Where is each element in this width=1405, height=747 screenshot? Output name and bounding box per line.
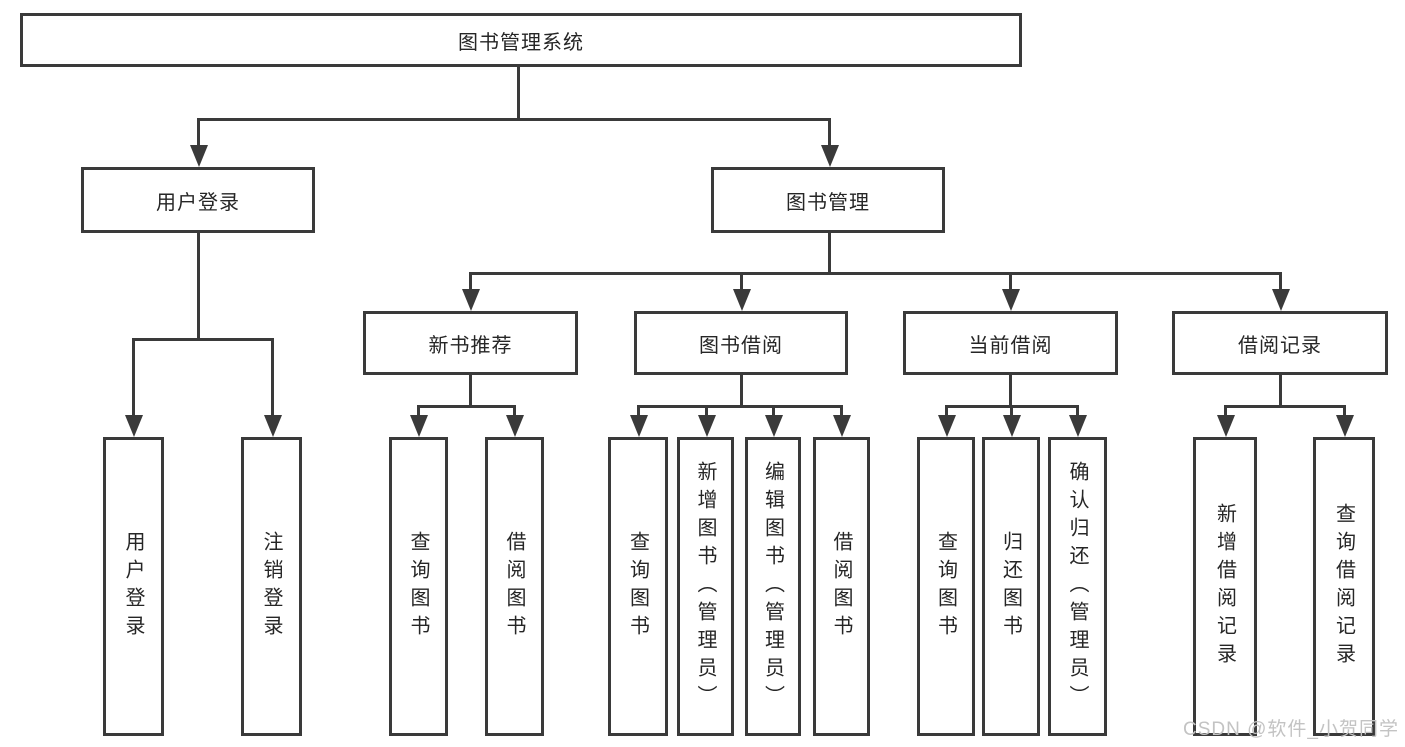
connector-drop-cb-query [945, 405, 948, 417]
arrow-down-icon [506, 415, 524, 437]
arrow-down-icon [1003, 415, 1021, 437]
leaf-bb-add-books-admin: 新增图书（管理员） [677, 437, 734, 736]
connector-userlogin-stem [197, 233, 200, 338]
connector-drop-bb-add [705, 405, 708, 417]
leaf-bb-edit-books-admin: 编辑图书（管理员） [745, 437, 801, 736]
leaf-nbr-borrow-books: 借阅图书 [485, 437, 544, 736]
node-current-borrowing-label: 当前借阅 [968, 334, 1053, 357]
connector-drop-nbr-borrow [513, 405, 516, 417]
connector-drop-cb-confirm [1076, 405, 1079, 417]
leaf-bb-borrow-books-label: 借阅图书 [830, 530, 852, 643]
leaf-nbr-query-books-label: 查询图书 [407, 530, 429, 643]
connector-bookmgmt-hline [469, 272, 1281, 275]
arrow-down-icon [821, 145, 839, 167]
leaf-cb-query-books: 查询图书 [917, 437, 975, 736]
connector-drop-new-book [469, 272, 472, 289]
connector-drop-ul-login [132, 338, 135, 415]
connector-drop-borrow-record [1279, 272, 1282, 289]
arrow-down-icon [698, 415, 716, 437]
connector-drop-current-borrow [1009, 272, 1012, 289]
connector-drop-br-query [1343, 405, 1346, 417]
leaf-cb-confirm-return-admin-label: 确认归还（管理员） [1066, 460, 1088, 713]
node-root-label: 图书管理系统 [458, 31, 584, 54]
leaf-br-query-record: 查询借阅记录 [1313, 437, 1375, 736]
arrow-down-icon [833, 415, 851, 437]
node-book-management-label: 图书管理 [786, 191, 870, 214]
connector-nbr-hline [417, 405, 516, 408]
arrow-down-icon [1069, 415, 1087, 437]
connector-drop-bb-edit [772, 405, 775, 417]
leaf-bb-add-books-admin-label: 新增图书（管理员） [694, 460, 716, 713]
arrow-down-icon [765, 415, 783, 437]
leaf-br-query-record-label: 查询借阅记录 [1332, 502, 1355, 671]
connector-cb-stem [1009, 375, 1012, 405]
arrow-down-icon [410, 415, 428, 437]
connector-drop-bb-query [637, 405, 640, 417]
leaf-logout-label: 注销登录 [260, 530, 282, 643]
connector-drop-cb-return [1010, 405, 1013, 417]
arrow-down-icon [1002, 289, 1020, 311]
leaf-bb-edit-books-admin-label: 编辑图书（管理员） [761, 460, 784, 713]
arrow-down-icon [190, 145, 208, 167]
node-new-book-recommend-label: 新书推荐 [428, 334, 513, 357]
arrow-down-icon [264, 415, 282, 437]
connector-root-stem [517, 67, 520, 118]
leaf-bb-borrow-books: 借阅图书 [813, 437, 870, 736]
node-book-borrowing-label: 图书借阅 [699, 334, 783, 357]
leaf-logout: 注销登录 [241, 437, 302, 736]
connector-nbr-stem [469, 375, 472, 405]
arrow-down-icon [1217, 415, 1235, 437]
node-borrow-records: 借阅记录 [1172, 311, 1388, 375]
arrow-down-icon [630, 415, 648, 437]
connector-userlogin-hline [132, 338, 274, 341]
node-new-book-recommend: 新书推荐 [363, 311, 578, 375]
arrow-down-icon [1336, 415, 1354, 437]
leaf-nbr-borrow-books-label: 借阅图书 [503, 530, 525, 643]
connector-drop-user-login [197, 118, 200, 147]
connector-bb-hline [637, 405, 843, 408]
node-user-login: 用户登录 [81, 167, 315, 233]
node-book-management: 图书管理 [711, 167, 945, 233]
leaf-bb-query-books: 查询图书 [608, 437, 668, 736]
leaf-br-add-record-label: 新增借阅记录 [1213, 502, 1236, 671]
leaf-nbr-query-books: 查询图书 [389, 437, 448, 736]
node-borrow-records-label: 借阅记录 [1238, 334, 1322, 357]
csdn-watermark: CSDN @软件_小贺同学 [1183, 719, 1399, 740]
leaf-cb-return-books-label: 归还图书 [999, 530, 1022, 643]
leaf-user-login: 用户登录 [103, 437, 164, 736]
connector-drop-nbr-query [417, 405, 420, 417]
leaf-user-login-label: 用户登录 [122, 530, 144, 643]
connector-br-hline [1224, 405, 1345, 408]
node-root-system: 图书管理系统 [20, 13, 1022, 67]
connector-bookmgmt-stem [828, 233, 831, 272]
leaf-cb-return-books: 归还图书 [982, 437, 1040, 736]
node-user-login-label: 用户登录 [156, 191, 240, 214]
leaf-bb-query-books-label: 查询图书 [626, 530, 649, 643]
leaf-br-add-record: 新增借阅记录 [1193, 437, 1257, 736]
connector-bb-stem [740, 375, 743, 405]
connector-drop-book-mgmt [828, 118, 831, 147]
arrow-down-icon [1272, 289, 1290, 311]
leaf-cb-confirm-return-admin: 确认归还（管理员） [1048, 437, 1107, 736]
connector-root-hline [197, 118, 831, 121]
arrow-down-icon [125, 415, 143, 437]
connector-drop-bb-borrow [840, 405, 843, 417]
connector-br-stem [1279, 375, 1282, 405]
node-current-borrowing: 当前借阅 [903, 311, 1118, 375]
node-book-borrowing: 图书借阅 [634, 311, 848, 375]
arrow-down-icon [938, 415, 956, 437]
leaf-cb-query-books-label: 查询图书 [934, 530, 957, 643]
arrow-down-icon [462, 289, 480, 311]
connector-drop-br-add [1224, 405, 1227, 417]
connector-drop-ul-logout [271, 338, 274, 415]
connector-drop-book-borrow [740, 272, 743, 289]
arrow-down-icon [733, 289, 751, 311]
